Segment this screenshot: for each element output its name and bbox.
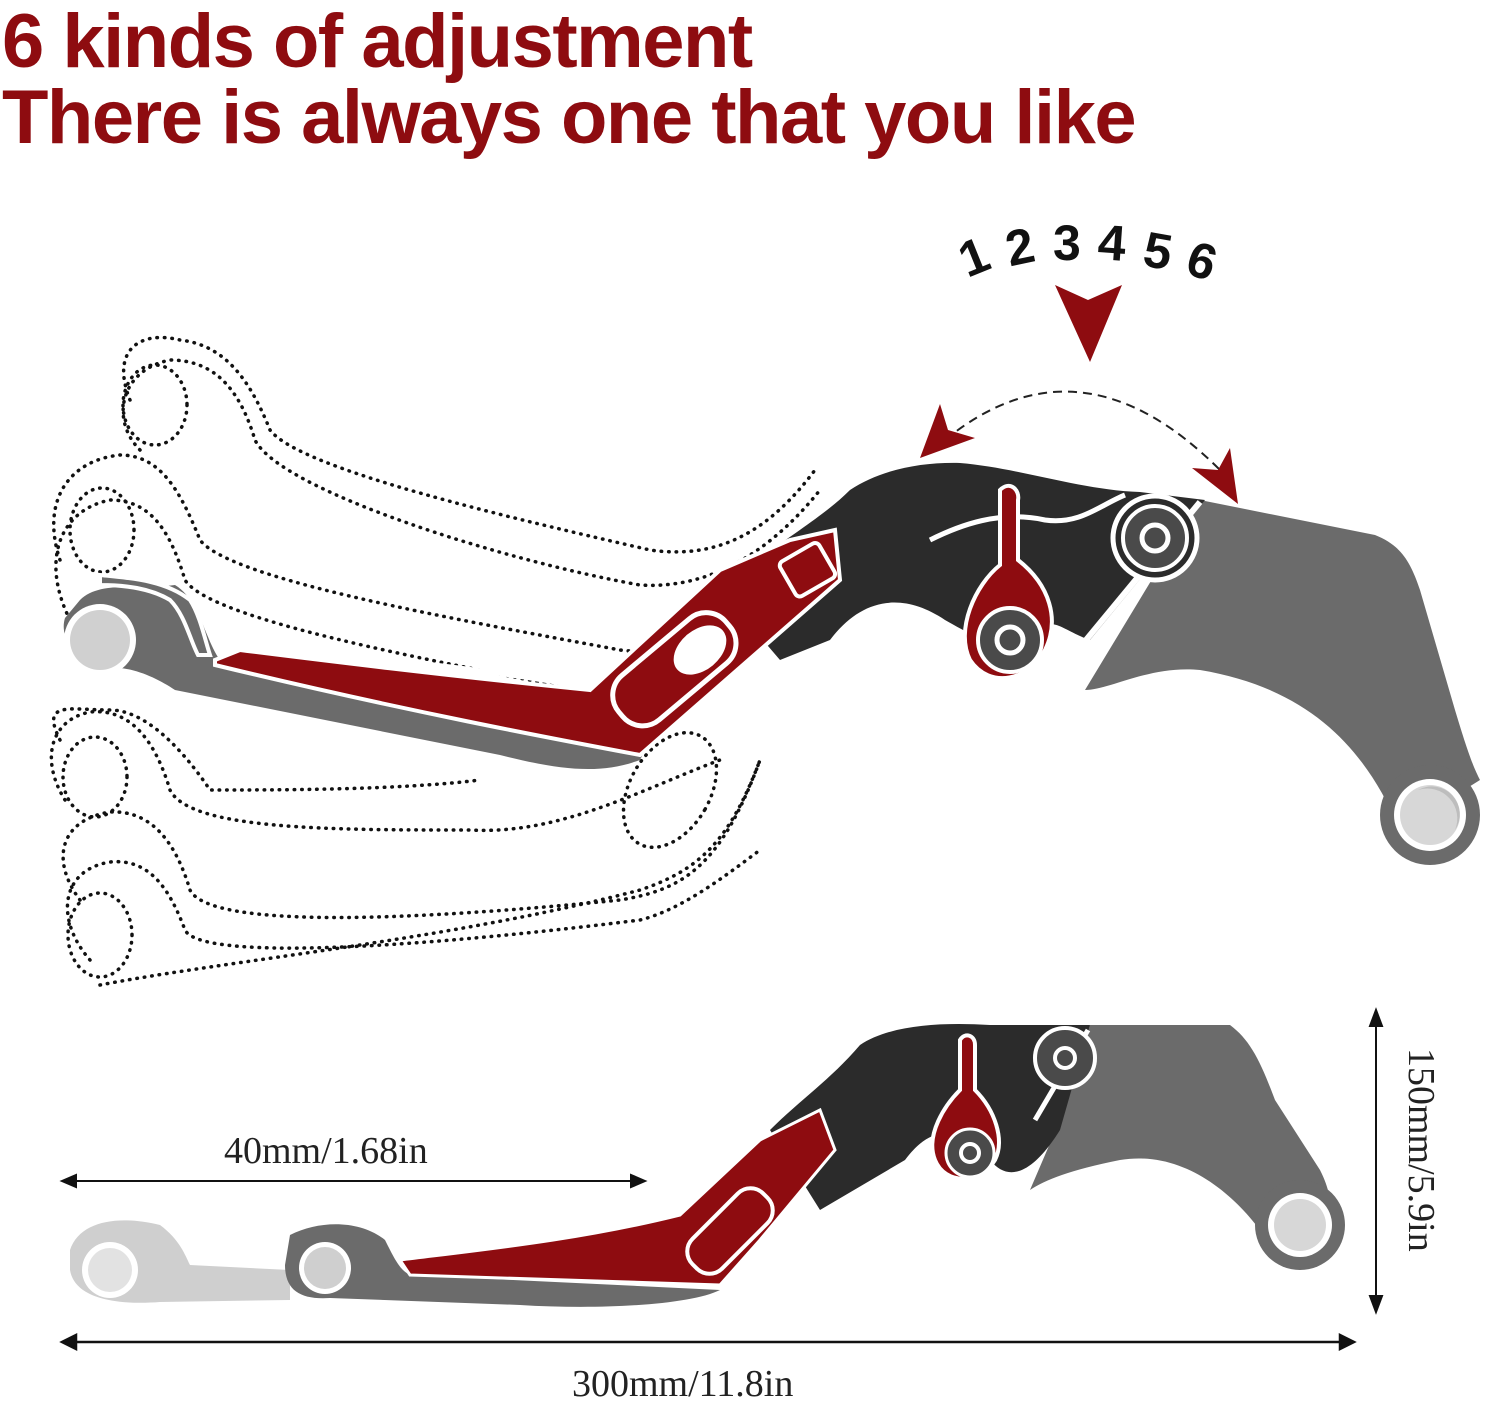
double-curved-arrow-icon <box>920 390 1238 504</box>
dimension-arrow-150mm <box>1368 1007 1384 1315</box>
headline-line-1: 6 kinds of adjustment <box>2 0 753 84</box>
headline-line-2: There is always one that you like <box>2 75 1137 160</box>
main-lever <box>63 462 1480 865</box>
total-length-dimension-label: 300mm/11.8in <box>572 1363 794 1405</box>
dimension-arrow-300mm <box>59 1332 1357 1352</box>
position-3: 3 <box>1053 215 1081 271</box>
lever-red-insert <box>213 527 843 758</box>
dimension-lever <box>70 1024 1345 1307</box>
lever-mount-body <box>1085 500 1480 830</box>
dimension-arrow-40mm <box>59 1173 648 1189</box>
lever-dark-body <box>720 462 1205 660</box>
extension-dimension-label: 40mm/1.68in <box>224 1130 428 1172</box>
down-arrow-icon <box>1055 285 1122 362</box>
height-dimension-label: 150mm/5.9in <box>1400 1048 1442 1252</box>
